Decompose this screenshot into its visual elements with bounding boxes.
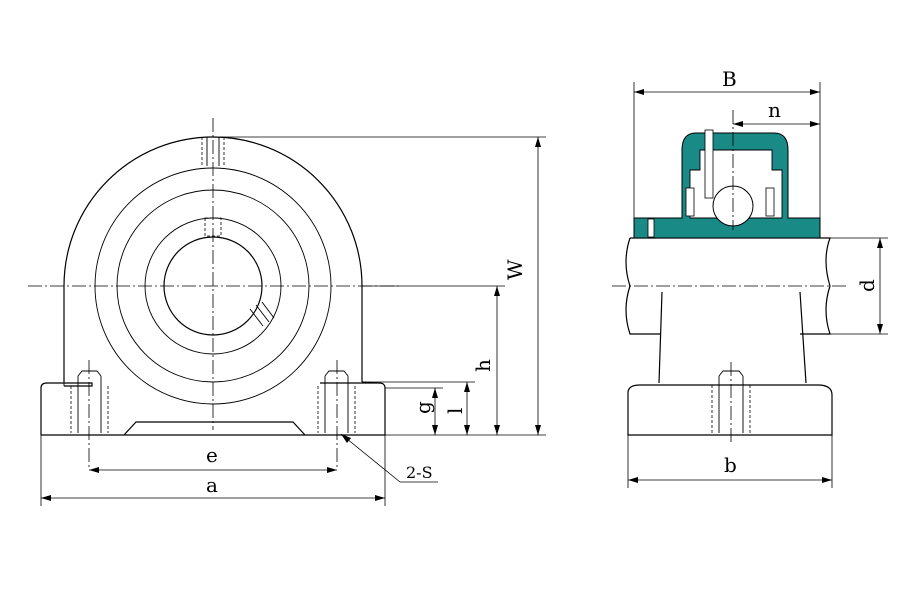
label-e: e bbox=[206, 443, 218, 467]
label-l: l bbox=[443, 408, 467, 414]
insert-edge-left bbox=[647, 218, 655, 238]
side-view: B n d b bbox=[612, 67, 888, 488]
set-screw bbox=[249, 301, 275, 327]
pedestal bbox=[658, 291, 807, 384]
housing-outline bbox=[63, 136, 363, 382]
label-a: a bbox=[206, 473, 218, 497]
label-B: B bbox=[722, 67, 737, 91]
grease-hole-top bbox=[201, 137, 225, 166]
side-base bbox=[627, 384, 833, 436]
label-2-S: 2-S bbox=[406, 463, 433, 482]
label-d: d bbox=[855, 279, 879, 292]
label-b: b bbox=[724, 453, 737, 477]
label-g: g bbox=[411, 401, 435, 414]
label-h: h bbox=[471, 359, 495, 372]
right-bolt-hole bbox=[317, 360, 356, 470]
grease-fitting bbox=[704, 129, 714, 199]
front-view: W h l g e a 2-S bbox=[28, 118, 546, 506]
seal-left bbox=[685, 187, 695, 217]
seal-right bbox=[765, 187, 775, 217]
left-bolt-hole bbox=[70, 360, 109, 470]
side-bolt bbox=[711, 362, 751, 444]
label-W: W bbox=[503, 259, 527, 280]
label-n: n bbox=[768, 98, 781, 122]
